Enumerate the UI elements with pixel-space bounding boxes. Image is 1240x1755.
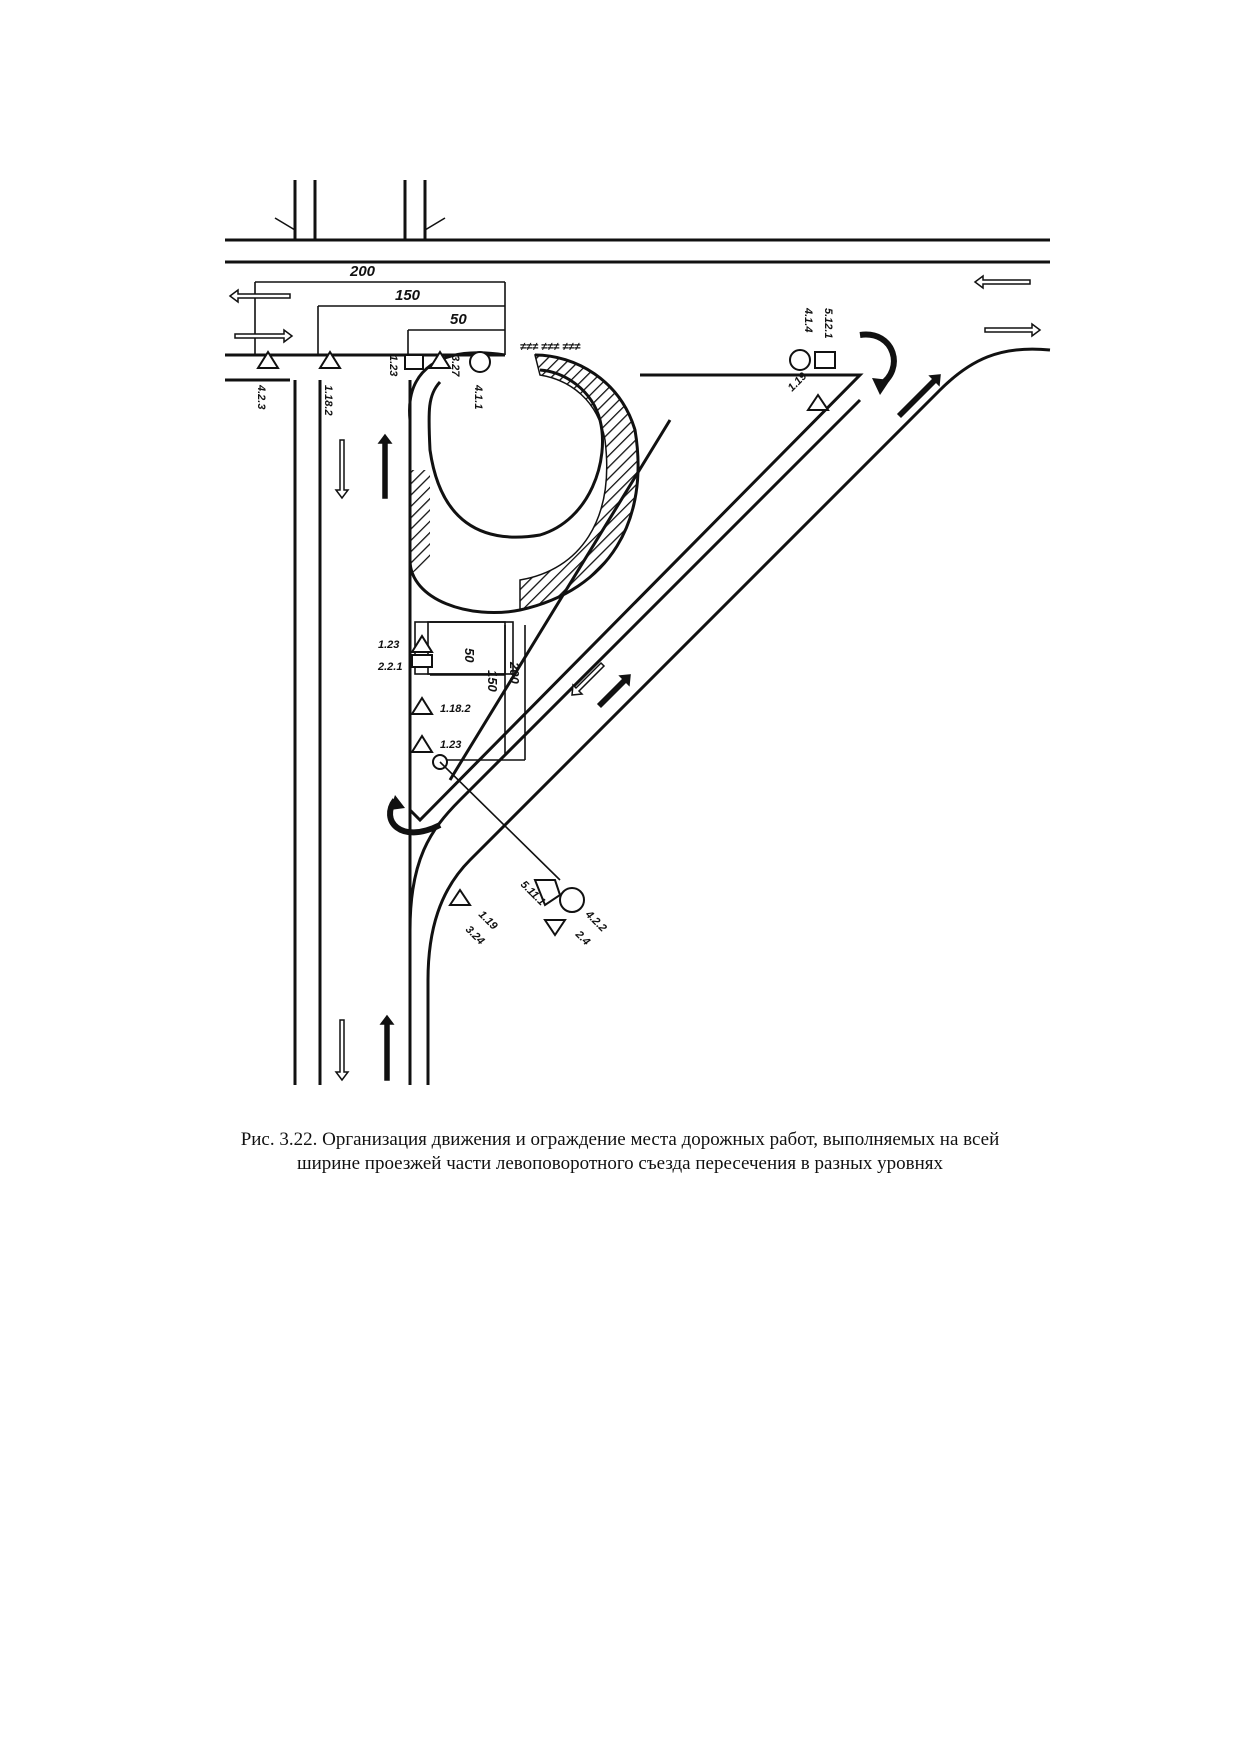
- dimension-side-50: 50: [462, 648, 477, 663]
- main-vertical-road: [293, 380, 430, 1085]
- sign-label-top-left: 4.2.3: [255, 384, 267, 409]
- sign-label-top-3: 3.27: [449, 355, 461, 377]
- dimension-side-200: 200: [507, 661, 522, 684]
- sign-label-left-4: 1.23: [440, 739, 461, 751]
- sign-label-top-4: 4.1.1: [472, 384, 484, 409]
- dimension-50: 50: [450, 311, 467, 328]
- sign-row-top: [256, 349, 836, 411]
- traffic-arrows: [228, 274, 1042, 1082]
- barrier-marks: ≠≠≠ ≠≠≠ ≠≠≠: [520, 341, 581, 353]
- sign-label-top-2: 1.23: [387, 355, 399, 376]
- main-horizontal-road: [225, 238, 1050, 382]
- svg-text:≠≠≠ ≠≠≠ ≠≠≠: ≠≠≠ ≠≠≠ ≠≠≠: [520, 341, 581, 353]
- sign-group-bottom: [448, 879, 585, 937]
- dimension-200: 200: [349, 263, 376, 280]
- loop-ramp: [408, 351, 640, 615]
- road-works-diagram: 200 150 50 50 150 200 ≠≠≠ ≠≠≠ ≠≠≠: [225, 180, 1051, 1085]
- figure-caption: Рис. 3.22. Организация движения и огражд…: [140, 1128, 1100, 1176]
- sign-label-bottom-1: 1.19: [476, 909, 500, 933]
- diagonal-ramps: [408, 347, 1051, 1085]
- turn-arrows: [387, 331, 897, 836]
- sign-label-left-1: 1.23: [378, 639, 399, 651]
- caption-line-2: ширине проезжей части левоповоротного съ…: [296, 1153, 944, 1174]
- sign-label-bottom-5: 2.4: [572, 928, 592, 948]
- sign-label-bottom-2: 3.24: [463, 924, 487, 948]
- work-zone: [414, 621, 526, 761]
- sign-label-top-right-2: 5.12.1: [822, 308, 834, 339]
- dimension-lines-top: [254, 281, 506, 355]
- sign-label-top-right-1: 4.1.4: [802, 307, 814, 332]
- sign-label-left-2: 2.2.1: [377, 661, 402, 673]
- sign-label-bottom-4: 4.2.2: [582, 908, 608, 934]
- dimension-150: 150: [395, 287, 421, 304]
- sign-label-top-1: 1.18.2: [322, 385, 334, 416]
- dimension-side-150: 150: [485, 670, 500, 692]
- caption-line-1: Рис. 3.22. Организация движения и огражд…: [240, 1129, 1000, 1150]
- top-cross-road: [274, 180, 446, 240]
- leader-line: [439, 761, 561, 881]
- sign-label-left-3: 1.18.2: [440, 703, 471, 715]
